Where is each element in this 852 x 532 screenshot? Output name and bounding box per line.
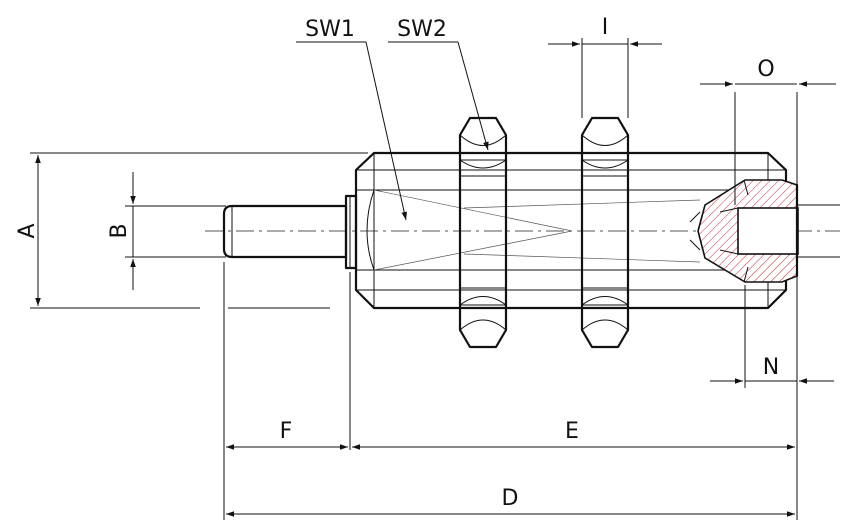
dimension-o: O [700, 57, 836, 87]
end-cap-section [689, 179, 799, 283]
leader-sw2: SW2 [388, 17, 489, 151]
label-n: N [763, 355, 779, 380]
label-sw2: SW2 [397, 17, 447, 42]
dimension-d: D [226, 486, 795, 517]
dimension-f: F [226, 419, 348, 450]
dimension-b: B [107, 172, 136, 290]
label-f: F [280, 419, 293, 444]
label-d: D [502, 486, 519, 511]
label-a: A [15, 223, 40, 238]
label-o: O [757, 57, 774, 82]
dimension-n: N [710, 355, 834, 384]
label-i: I [602, 15, 609, 40]
hex-nut-2 [580, 116, 630, 349]
label-e: E [565, 419, 579, 444]
dimension-e: E [352, 419, 795, 450]
leader-sw1: SW1 [296, 17, 407, 221]
label-b: B [107, 223, 132, 238]
hex-nut-1 [458, 116, 508, 349]
pin [222, 204, 348, 259]
dimension-a: A [15, 155, 41, 306]
collar [344, 194, 358, 270]
dimension-i: I [548, 15, 662, 47]
label-sw1: SW1 [305, 17, 355, 42]
extension-lines [30, 38, 840, 520]
